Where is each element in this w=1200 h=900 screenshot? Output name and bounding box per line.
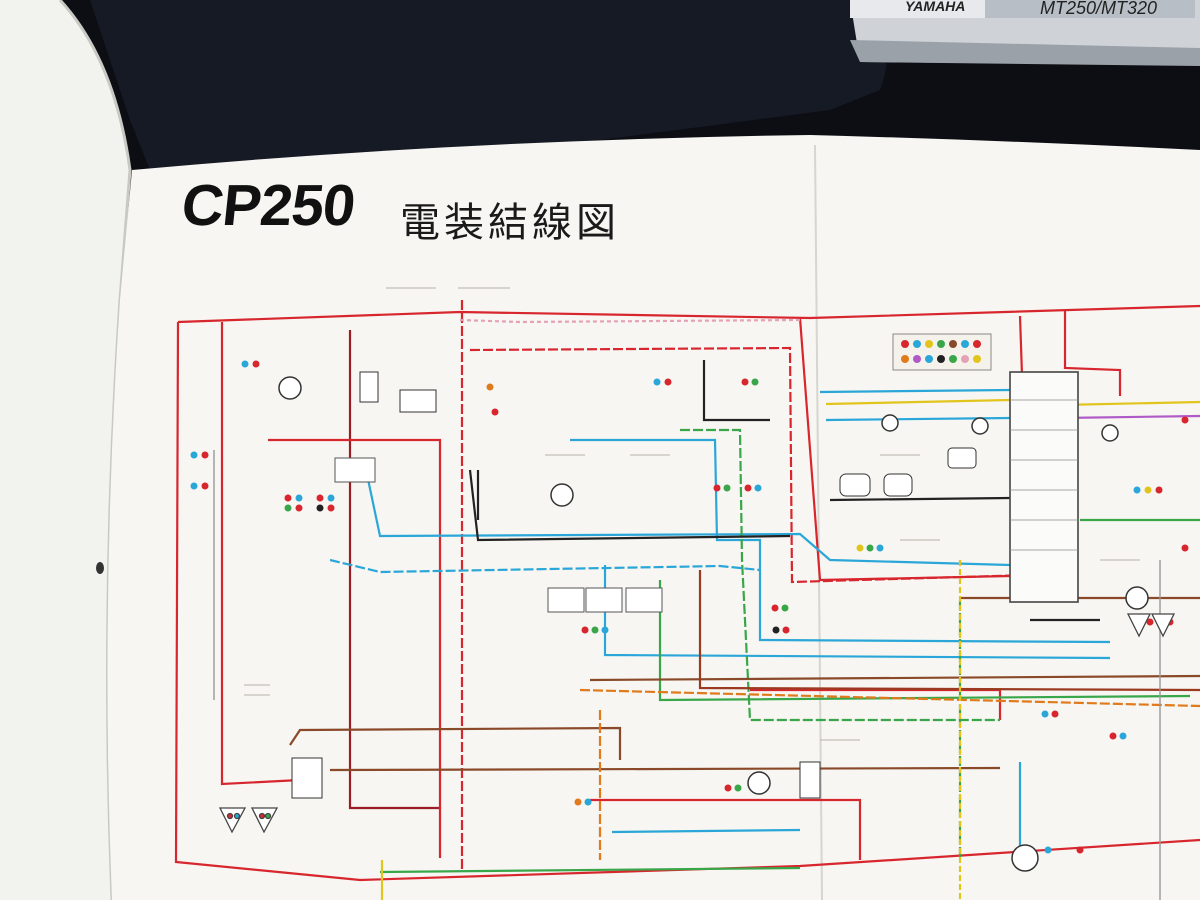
wire-red (469, 346, 1031, 584)
binding-hole (96, 562, 104, 574)
wire-black (829, 496, 1011, 502)
wire-red (1063, 310, 1122, 396)
diagram-heading: 電装結線図 (400, 200, 620, 246)
booklet-model: MT250/MT320 (1040, 0, 1158, 18)
ecu-connector-legend (892, 333, 992, 371)
background-booklet (850, 0, 1200, 66)
wire-brown (289, 726, 622, 760)
booklet-brand: YAMAHA (905, 0, 966, 14)
main-page (107, 135, 1200, 900)
wire-red (798, 317, 1011, 582)
wire-red (1018, 315, 1024, 376)
wire-brown (329, 766, 1001, 772)
wire-green (680, 428, 1000, 722)
wire-pink (459, 318, 801, 324)
wire-red (220, 322, 301, 786)
wire-red (174, 321, 1200, 882)
tiny-labels (244, 287, 1140, 741)
connector-pins (901, 340, 981, 363)
wire-green (658, 580, 1191, 702)
wire-yellow (1059, 400, 1200, 407)
components (278, 333, 1149, 872)
wire-blue (611, 828, 801, 834)
wire-blue (570, 438, 1111, 644)
wire-purple (1059, 414, 1200, 420)
wire-black (702, 360, 770, 422)
wire-red (268, 438, 442, 858)
wiring-diagram (174, 300, 1200, 900)
wire-orange (579, 688, 1200, 708)
wire-blue (363, 464, 1011, 567)
cloth-fold (90, 0, 887, 170)
wire-black (468, 469, 791, 542)
wire-darkred (348, 330, 440, 810)
model-title: CP250 (178, 173, 358, 238)
page-fold (814, 144, 823, 900)
wire-brown (589, 674, 1200, 682)
wire-blue (819, 388, 1011, 394)
wire-brown (698, 570, 1200, 692)
triangle-connectors (218, 613, 1176, 834)
wire-green (379, 866, 801, 874)
wire-red (177, 304, 1200, 324)
wire-yellow (825, 398, 1011, 406)
left-page (0, 0, 130, 900)
ecu-block (1009, 371, 1079, 603)
wire-red (590, 798, 862, 860)
wire-blue (329, 558, 761, 574)
